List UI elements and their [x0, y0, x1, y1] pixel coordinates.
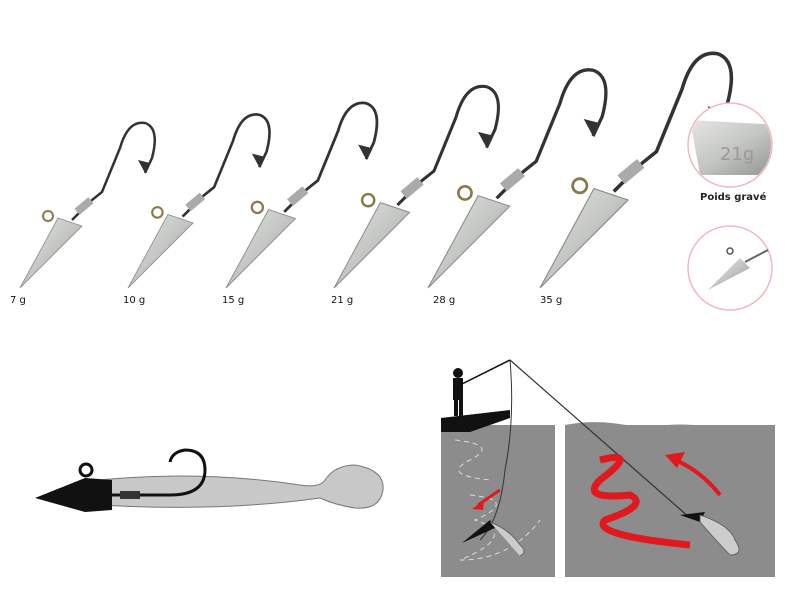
jig-head-2 [225, 101, 379, 289]
jig-heads-row [19, 51, 734, 289]
jig-head-4 [427, 68, 608, 289]
jig-head-1 [127, 113, 271, 289]
side-view-detail [687, 225, 773, 311]
svg-text:21g: 21g [720, 144, 754, 165]
weight-label-28g: 28 g [433, 295, 456, 306]
weight-label-15g: 15 g [222, 295, 245, 306]
soft-lure-illustration [35, 448, 384, 512]
fishing-technique-diagram [441, 359, 775, 577]
jig-head-0 [19, 121, 157, 289]
engraved-weight-caption: Poids gravé [700, 192, 767, 203]
jig-head-3 [333, 84, 500, 289]
weight-label-7g: 7 g [10, 295, 26, 306]
weight-label-10g: 10 g [123, 295, 146, 306]
weight-label-21g: 21 g [331, 295, 354, 306]
fisherman-icon [453, 359, 511, 416]
weight-label-35g: 35 g [540, 295, 563, 306]
engraved-weight-detail: 21g [687, 102, 773, 188]
